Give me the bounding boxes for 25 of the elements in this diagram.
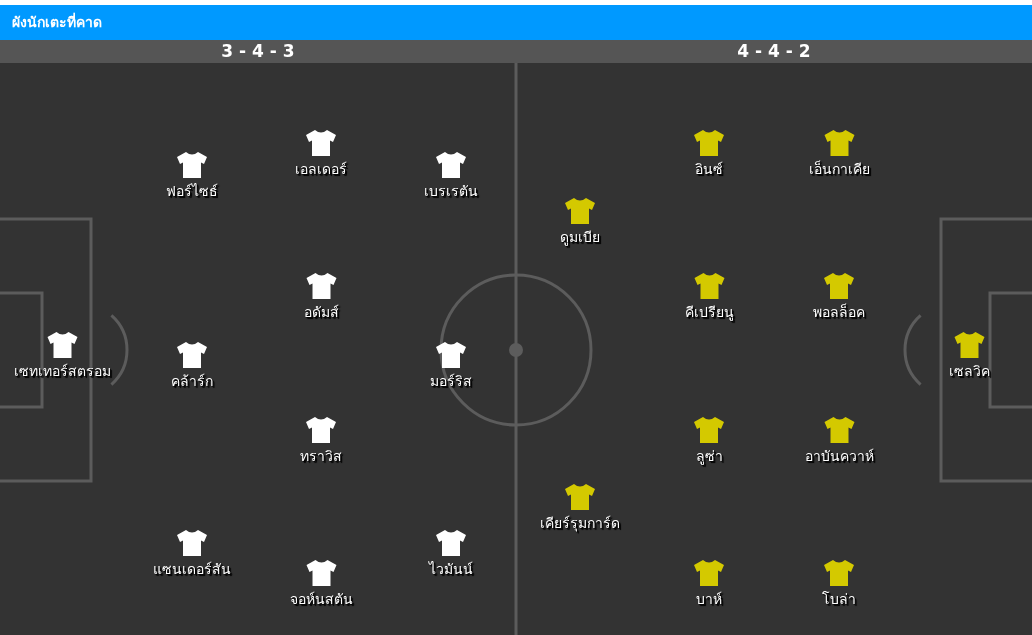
player-name: เคียร์รุมการ์ด: [540, 514, 620, 532]
player-name: พอลล็อค: [813, 303, 865, 321]
player-name: อาบันควาห์: [804, 447, 874, 465]
title-bar: ผังนักเตะที่คาด: [0, 5, 1032, 40]
player-name: เอลเดอร์: [295, 160, 347, 178]
player-name: บาห์: [696, 590, 722, 608]
player-name: โบล่า: [822, 590, 856, 608]
player-name: คล้าร์ก: [171, 372, 213, 390]
player-name: อินซ์: [695, 160, 723, 178]
player-name: คีเปรียนู: [684, 303, 734, 321]
player-name: จอห์นสตัน: [289, 590, 353, 608]
player-name: แซนเดอร์สัน: [153, 560, 231, 578]
player-name: อดัมส์: [303, 303, 339, 321]
player-name: ฟอร์ไซธ์: [166, 182, 218, 200]
formation-header: 4 - 4 - 2: [516, 40, 1032, 63]
player-name: ทราวิส: [300, 447, 342, 465]
player-name: เอ็นกาเคีย: [808, 160, 870, 178]
player-name: ไวมันน์: [429, 560, 473, 578]
player-name: มอร์ริส: [430, 372, 472, 390]
player-name: เบรเรตัน: [424, 182, 478, 200]
player-name: ดูมเบีย: [560, 228, 600, 246]
player-name: ลูซ่า: [695, 447, 723, 465]
player-name: เซทเทอร์สตรอม: [13, 362, 111, 380]
formation-header: 3 - 4 - 3: [0, 40, 516, 63]
player-name: เซลวิค: [948, 362, 990, 380]
